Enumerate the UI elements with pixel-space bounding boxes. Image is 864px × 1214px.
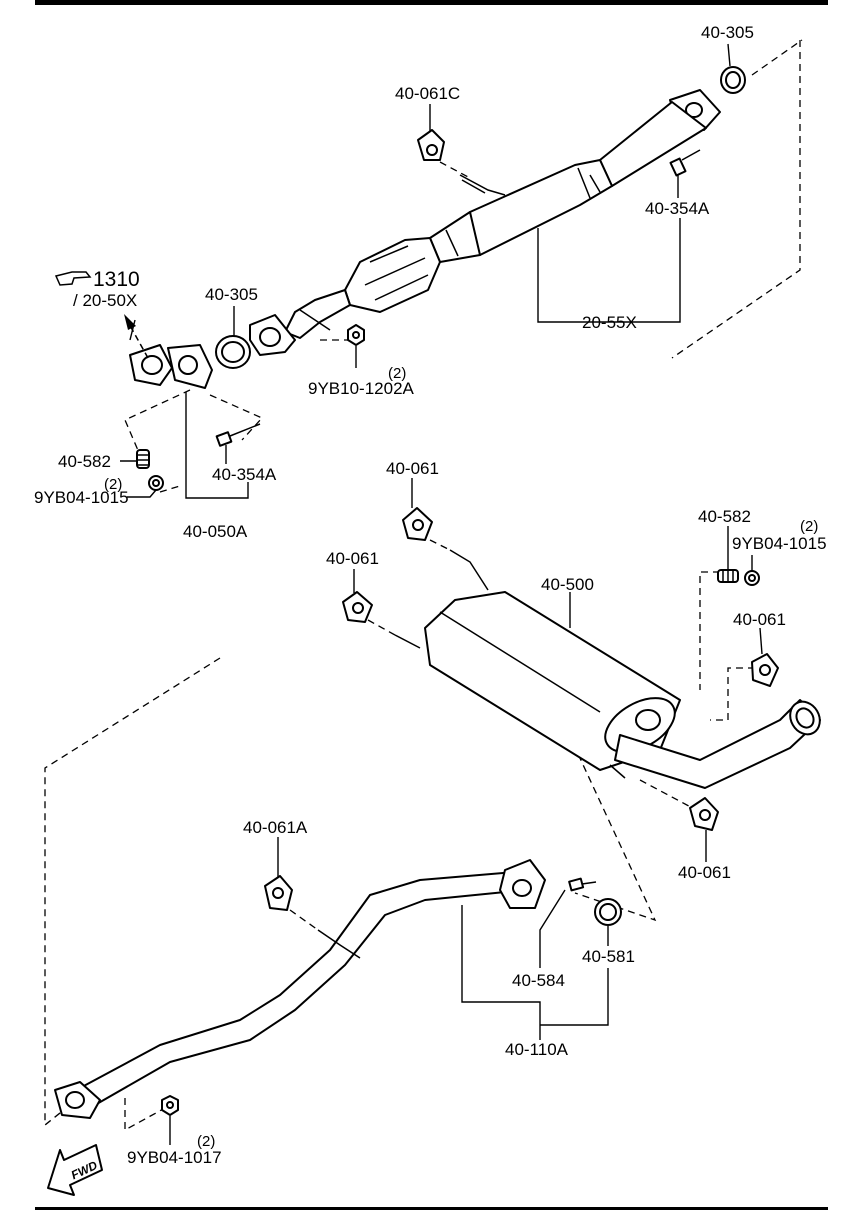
flange-40-050a: [129, 344, 213, 389]
label-9yb04-1017: 9YB04-1017: [127, 1148, 222, 1167]
nut-9yb04-1015-right: [744, 570, 760, 586]
label-40-061-d: 40-061: [678, 863, 731, 882]
rubber-hanger-40-061-b: [342, 591, 373, 623]
forward-arrow-icon: FWD: [47, 1144, 103, 1196]
label-40-061c: 40-061C: [395, 84, 460, 103]
label-40-305-left: 40-305: [205, 285, 258, 304]
label-40-061-a: 40-061: [386, 459, 439, 478]
label-40-582-left: 40-582: [58, 452, 111, 471]
label-40-500: 40-500: [541, 575, 594, 594]
reference-sub: / 20-50X: [73, 291, 137, 310]
gasket-40-581: [594, 898, 622, 926]
label-40-061-c: 40-061: [733, 610, 786, 629]
label-9yb04-1017-qty: (2): [197, 1133, 215, 1150]
nut-9yb04-1015-left: [148, 475, 164, 491]
gasket-40-305-front: [215, 335, 251, 369]
dashed-grouping-lines: [44, 39, 803, 1132]
label-9yb04-1015-left-qty: (2): [104, 476, 122, 493]
label-9yb10-qty: (2): [388, 365, 406, 382]
spring-40-582-left: [136, 449, 150, 469]
label-40-581: 40-581: [582, 947, 635, 966]
bolt-40-354a-left: [215, 423, 261, 447]
gasket-40-305-rear: [720, 66, 746, 94]
pointing-hand-icon: [54, 271, 92, 286]
label-9yb04-1015-left: 9YB04-1015: [34, 488, 129, 507]
nut-9yb10-1202a: [347, 324, 365, 346]
label-40-050a: 40-050A: [183, 522, 248, 541]
label-40-354a-left: 40-354A: [212, 465, 277, 484]
label-40-061a: 40-061A: [243, 818, 308, 837]
rubber-hanger-40-061-d: [689, 797, 719, 831]
label-40-584: 40-584: [512, 971, 565, 990]
label-9yb10-1202a: 9YB10-1202A: [308, 379, 415, 398]
rubber-hanger-40-061-a: [402, 507, 433, 541]
label-40-305-top: 40-305: [701, 23, 754, 42]
catalytic-converter-pipe: [249, 89, 721, 356]
rubber-hanger-40-061c: [417, 129, 445, 161]
rubber-hanger-40-061-c: [751, 653, 779, 687]
label-9yb04-1015-right-qty: (2): [800, 518, 818, 535]
label-40-582-right: 40-582: [698, 507, 751, 526]
label-20-55x: 20-55X: [582, 313, 637, 332]
label-40-110a: 40-110A: [505, 1040, 569, 1059]
spring-40-582-right: [717, 569, 739, 583]
label-40-354a-top: 40-354A: [645, 199, 710, 218]
intermediate-pipe-40-110a: [54, 859, 546, 1119]
bolt-40-354a-top: [669, 149, 701, 177]
top-border: [35, 0, 828, 5]
reference-arrow: [124, 314, 149, 359]
label-9yb04-1015-right: 9YB04-1015: [732, 534, 827, 553]
label-40-061-b: 40-061: [326, 549, 379, 568]
bolt-40-584: [568, 877, 597, 892]
main-muffler-40-500: [394, 549, 821, 789]
reference-code: 1310: [93, 268, 140, 291]
rubber-hanger-40-061a: [264, 875, 293, 911]
bottom-border: [35, 1207, 828, 1210]
nut-9yb04-1017: [161, 1095, 179, 1116]
